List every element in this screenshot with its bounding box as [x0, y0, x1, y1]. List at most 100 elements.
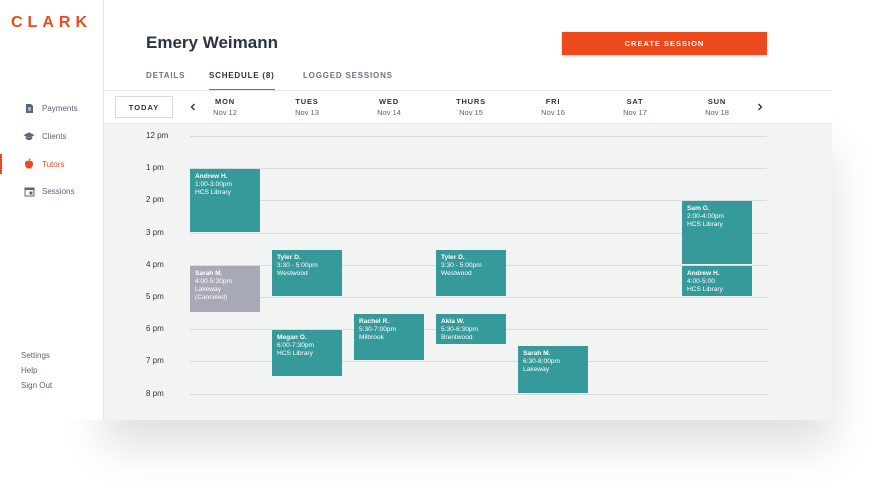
day-date: Nov 17 — [623, 108, 647, 117]
sidebar-item-label: Sessions — [42, 186, 75, 196]
sidebar-item-label: Clients — [42, 131, 67, 141]
event-name: Tyler D. — [277, 253, 301, 261]
hour-label: 6 pm — [146, 324, 164, 334]
day-date: Nov 15 — [459, 108, 483, 117]
day-date: Nov 14 — [377, 108, 401, 117]
event-name: Sarah M. — [195, 269, 223, 277]
hour-label: 1 pm — [146, 163, 164, 173]
hour-label: 12 pm — [146, 131, 169, 140]
sidebar: CLARK Payments Clients Tutors Sessions — [0, 0, 104, 420]
next-week-button[interactable] — [752, 99, 768, 115]
hour-label: 2 pm — [146, 195, 164, 205]
day-name: MON — [215, 97, 235, 106]
sidebar-item-payments[interactable]: Payments — [0, 97, 103, 119]
hour-gridline — [190, 232, 767, 234]
event-location: Brentwood — [441, 334, 473, 342]
sidebar-item-clients[interactable]: Clients — [0, 125, 103, 147]
event-location: HCS Library — [195, 189, 231, 197]
day-name: SAT — [626, 97, 644, 106]
event-name: Tyler D. — [441, 253, 465, 261]
event-name: Rachel R. — [359, 318, 390, 326]
event-time: 3:30 - 5:00pm — [441, 261, 482, 269]
sidebar-item-sessions[interactable]: Sessions — [0, 180, 103, 202]
apple-icon — [23, 158, 35, 170]
today-button[interactable]: TODAY — [115, 96, 173, 118]
tab-logged-sessions[interactable]: LOGGED SESSIONS — [303, 71, 393, 80]
event-name: Akia W. — [441, 318, 465, 326]
event-status: (Canceled) — [195, 293, 228, 301]
event-location: Westwood — [277, 269, 308, 277]
hour-gridline — [190, 136, 767, 137]
sidebar-item-tutors[interactable]: Tutors — [0, 153, 103, 175]
sign-out-link[interactable]: Sign Out — [21, 381, 53, 390]
event-name: Sarah M. — [523, 350, 551, 358]
day-header-fri[interactable]: FRI Nov 16 — [518, 97, 588, 117]
hour-gridline — [190, 361, 767, 363]
logo: CLARK — [11, 14, 92, 31]
graduation-cap-icon — [23, 130, 35, 142]
day-name: THURS — [456, 97, 486, 106]
hour-gridline — [190, 168, 767, 170]
day-header-sat[interactable]: SAT Nov 17 — [600, 97, 670, 117]
event-time: 6:00-7:30pm — [277, 342, 315, 350]
hour-label: 7 pm — [146, 356, 164, 366]
event-name: Andrew H. — [687, 269, 720, 277]
chevron-right-icon — [756, 98, 764, 116]
event-location: Lakeway — [195, 285, 222, 293]
hour-label: 8 pm — [146, 388, 164, 398]
settings-link[interactable]: Settings — [21, 351, 50, 360]
payments-icon — [23, 102, 35, 114]
event-name: Sam G. — [687, 205, 710, 213]
event-time: 5:30-6:30pm — [441, 326, 479, 334]
day-header-mon[interactable]: MON Nov 12 — [190, 97, 260, 117]
event-time: 3:30 - 5:00pm — [277, 261, 318, 269]
hour-gridline — [190, 393, 767, 395]
event-name: Megan O. — [277, 334, 307, 342]
calendar-icon — [23, 185, 35, 197]
day-date: Nov 16 — [541, 108, 565, 117]
event-location: HCS Library — [687, 285, 723, 293]
hour-label: 5 pm — [146, 292, 164, 301]
help-link[interactable]: Help — [21, 366, 38, 375]
tutor-name: Emery Weimann — [146, 33, 278, 52]
event-time: 4:00-5:30pm — [195, 277, 233, 285]
day-header-thurs[interactable]: THURS Nov 15 — [436, 97, 506, 117]
sidebar-item-label: Tutors — [42, 159, 65, 169]
event-time: 5:30-7:00pm — [359, 326, 397, 334]
tab-schedule[interactable]: SCHEDULE (8) — [209, 71, 275, 91]
hour-label: 3 pm — [146, 227, 164, 237]
event-time: 1:00-3:00pm — [195, 181, 233, 189]
sidebar-item-label: Payments — [42, 103, 78, 113]
previous-week-button[interactable] — [185, 99, 201, 115]
day-date: Nov 12 — [213, 108, 237, 117]
tab-details[interactable]: DETAILS — [146, 71, 186, 80]
event-location: HCS Library — [277, 350, 313, 358]
hour-gridline — [190, 297, 767, 298]
day-name: FRI — [545, 97, 561, 106]
day-header-wed[interactable]: WED Nov 14 — [354, 97, 424, 117]
event-time: 4:00-5:00 — [687, 277, 715, 285]
day-name: TUES — [295, 97, 319, 106]
event-name: Andrew H. — [195, 173, 228, 181]
event-location: Milbrook — [359, 334, 384, 342]
create-session-button[interactable]: CREATE SESSION — [562, 32, 767, 55]
day-date: Nov 18 — [705, 108, 729, 117]
event-location: Lakeway — [523, 366, 550, 374]
event-location: Westwood — [441, 269, 472, 277]
day-name: WED — [379, 97, 399, 106]
chevron-left-icon — [189, 98, 197, 116]
